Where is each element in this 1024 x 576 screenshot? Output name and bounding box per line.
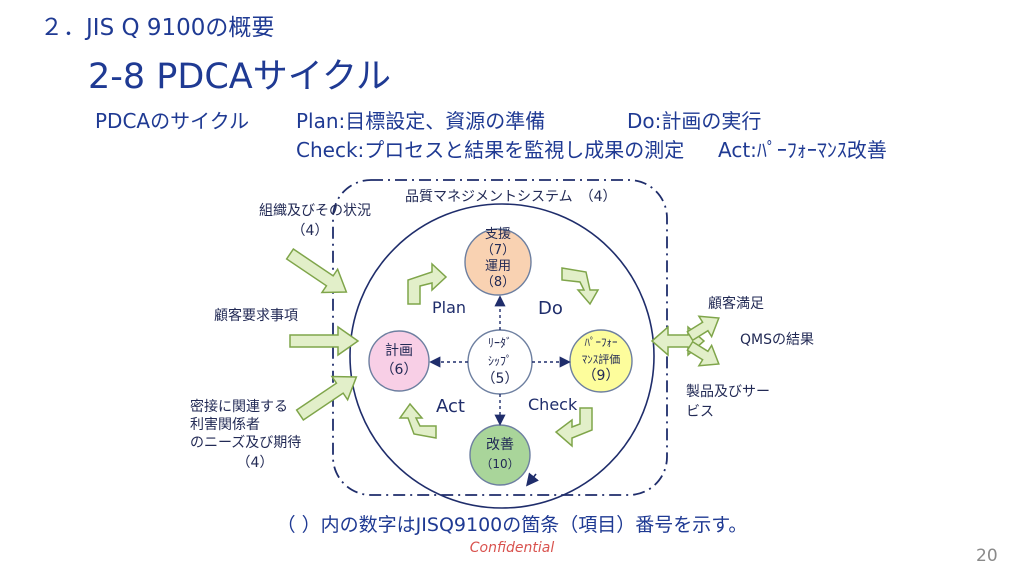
input-parties-line3: のニーズ及び期待 — [190, 435, 302, 451]
input-org-line1: 組織及びその状況 — [259, 203, 371, 219]
node-support-circle — [464, 228, 532, 296]
node-leadership-l3: （5） — [481, 371, 519, 387]
input-customer: 顧客要求事項 — [214, 308, 298, 324]
page-title: 2-8 PDCAサイクル — [88, 57, 391, 97]
node-support-l1: 支援 — [484, 227, 511, 242]
page-number: 20 — [976, 546, 998, 566]
section-heading: ２．JIS Q 9100の概要 — [40, 15, 275, 41]
summary-check: Check:プロセスと結果を監視し成果の測定 — [296, 138, 685, 162]
phase-act: Act — [436, 396, 465, 417]
node-leadership-l1: ﾘｰﾀﾞ — [487, 336, 512, 350]
cycle-arrow-act — [398, 402, 437, 439]
node-leadership-l2: ｼｯﾌﾟ — [487, 354, 512, 368]
node-support-l2: （7） — [480, 243, 516, 258]
phase-check: Check — [528, 395, 578, 414]
node-support-l3: 運用 — [484, 259, 511, 274]
node-improvement-l1: 改善 — [486, 437, 514, 453]
input-parties-line1: 密接に関連する — [190, 399, 288, 415]
node-evaluation-l1: ﾊﾟｰﾌｫｰ — [584, 336, 618, 349]
node-evaluation-l3: （9） — [582, 368, 620, 384]
pdca-outer-circle — [349, 203, 655, 509]
input-parties-line4: （4） — [236, 455, 274, 471]
node-support-l4: （8） — [480, 275, 516, 290]
cycle-return-arrow — [526, 472, 539, 487]
output-products-line2: ビス — [686, 404, 714, 420]
node-evaluation-label: ﾊﾟｰﾌｫｰ ﾏﾝｽ評価 （9） — [566, 334, 636, 385]
node-planning-circle — [368, 330, 430, 392]
summary-plan: Plan:目標設定、資源の準備 — [296, 109, 546, 133]
summary-act: Act:ﾊﾟｰﾌｫｰﾏﾝｽ改善 — [718, 138, 887, 162]
node-planning-l2: （6） — [380, 362, 418, 378]
node-planning-l1: 計画 — [385, 343, 413, 359]
input-org-line2: （4） — [291, 223, 329, 239]
output-arrow-satisfaction — [686, 315, 720, 342]
footnote: （ ）内の数字はJISQ9100の箇条（項目）番号を示す。 — [276, 514, 748, 536]
summary-label: PDCAのサイクル — [95, 109, 250, 133]
phase-plan: Plan — [432, 298, 467, 317]
cycle-arrow-do — [561, 267, 600, 306]
output-products-line1: 製品及びサー — [686, 384, 770, 400]
cycle-arrow-plan — [407, 262, 448, 305]
input-arrow-customer — [289, 325, 360, 357]
cycle-arrow-check — [554, 407, 593, 448]
output-satisfaction: 顧客満足 — [708, 296, 764, 312]
output-arrow-products — [686, 340, 720, 367]
input-arrow-parties — [295, 375, 358, 422]
node-evaluation-l2: ﾏﾝｽ評価 — [581, 353, 621, 366]
confidential-label: Confidential — [469, 540, 555, 556]
node-improvement-l2: （10） — [480, 457, 520, 471]
phase-do: Do — [538, 298, 563, 319]
input-arrow-org — [285, 247, 348, 294]
qms-label: 品質マネジメントシステム （4） — [405, 189, 617, 205]
summary-do: Do:計画の実行 — [627, 109, 762, 133]
node-support-label: 支援 （7） 運用 （8） — [468, 227, 528, 291]
output-qms-result: QMSの結果 — [740, 332, 814, 348]
node-improvement-label: 改善 （10） — [470, 436, 530, 474]
input-parties-line2: 利害関係者 — [190, 417, 260, 433]
node-planning-label: 計画 （6） — [369, 342, 429, 380]
node-leadership-label: ﾘｰﾀﾞ ｼｯﾌﾟ （5） — [470, 334, 530, 388]
